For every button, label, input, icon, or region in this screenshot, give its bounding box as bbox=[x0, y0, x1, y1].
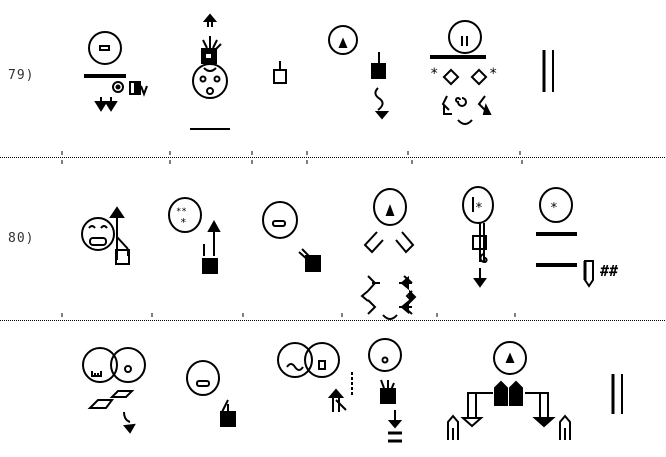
sign-81-4 bbox=[368, 338, 403, 443]
sign-80-5: * bbox=[462, 186, 494, 288]
entry-number-79: 79) bbox=[8, 68, 35, 83]
sign-80-4 bbox=[360, 188, 417, 320]
sign-79-5: ** bbox=[430, 20, 497, 125]
svg-text:*: * bbox=[489, 66, 497, 82]
sign-81-3 bbox=[277, 342, 353, 412]
sign-79-4 bbox=[328, 25, 390, 120]
svg-text:**: ** bbox=[176, 207, 187, 217]
sign-81-2 bbox=[186, 360, 236, 427]
head-icon bbox=[88, 31, 122, 65]
sign-79-3 bbox=[273, 61, 287, 84]
sign-81-6 bbox=[611, 374, 623, 414]
sign-79-1 bbox=[84, 31, 148, 112]
sign-81-1 bbox=[82, 347, 146, 434]
sign-80-6: * ## bbox=[536, 187, 618, 288]
svg-text:*: * bbox=[180, 216, 187, 229]
sign-79-6 bbox=[542, 50, 554, 92]
sign-80-2: *** bbox=[168, 197, 221, 274]
sign-80-1 bbox=[81, 206, 130, 265]
entry-number-80: 80) bbox=[8, 231, 35, 246]
svg-text:*: * bbox=[430, 66, 438, 82]
tick-marks bbox=[61, 151, 523, 317]
svg-text:##: ## bbox=[600, 262, 618, 280]
sign-80-3 bbox=[262, 201, 321, 272]
svg-text:*: * bbox=[550, 201, 558, 216]
svg-text:*: * bbox=[475, 201, 483, 216]
sign-81-5 bbox=[447, 341, 571, 440]
sign-79-2 bbox=[190, 13, 230, 130]
